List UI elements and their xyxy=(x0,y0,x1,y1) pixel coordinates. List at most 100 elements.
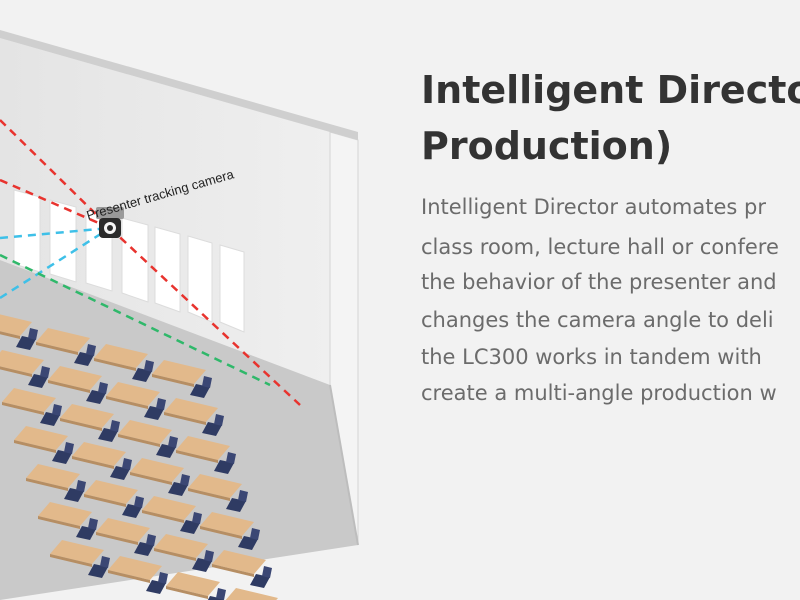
chair xyxy=(250,574,270,588)
desk xyxy=(212,564,254,577)
desk xyxy=(130,458,184,482)
chair xyxy=(226,452,236,464)
chair xyxy=(98,382,108,394)
chair xyxy=(207,596,224,600)
desk xyxy=(2,388,56,412)
chair xyxy=(110,420,120,432)
headline: Intelligent Director Production) xyxy=(421,62,800,174)
cyan-beam-1 xyxy=(0,226,111,240)
chair xyxy=(122,504,142,518)
chair xyxy=(146,580,166,594)
desk xyxy=(26,478,68,491)
desk xyxy=(154,534,208,558)
desk xyxy=(166,586,208,599)
windows xyxy=(13,189,245,333)
desk xyxy=(14,440,56,453)
desk xyxy=(60,418,102,431)
chair xyxy=(98,428,118,442)
chair xyxy=(76,480,86,492)
desk xyxy=(96,518,150,542)
tracking-camera-icon xyxy=(96,207,124,238)
desk xyxy=(200,512,254,536)
desk xyxy=(108,556,162,580)
desk xyxy=(36,342,78,355)
headline-line-1: Intelligent Director xyxy=(421,68,800,112)
chair xyxy=(16,336,36,350)
body-line: changes the camera angle to deli xyxy=(421,308,774,332)
red-beam-3 xyxy=(0,119,111,229)
desk xyxy=(166,572,220,596)
chair xyxy=(214,414,224,426)
desk xyxy=(36,328,90,352)
floor-edge xyxy=(329,384,359,546)
chair xyxy=(192,512,202,524)
classroom-illustration: Presenter tracking camera xyxy=(0,30,359,600)
desk xyxy=(14,426,68,450)
desk xyxy=(176,436,230,460)
back-wall xyxy=(0,38,330,385)
chair xyxy=(180,474,190,486)
desk xyxy=(118,434,160,447)
desk xyxy=(164,398,218,422)
camera-beams xyxy=(0,119,301,406)
chair xyxy=(122,458,132,470)
desk xyxy=(142,510,184,523)
chair xyxy=(28,328,38,340)
desk xyxy=(48,380,90,393)
chair xyxy=(74,352,94,366)
headline-line-2: Production) xyxy=(421,124,673,168)
chair xyxy=(226,498,246,512)
desk xyxy=(0,314,32,336)
desk xyxy=(152,360,206,384)
body-line: class room, lecture hall or confere xyxy=(421,235,779,259)
desk xyxy=(26,464,80,488)
chair xyxy=(180,520,200,534)
chair xyxy=(76,526,96,540)
desk xyxy=(60,404,114,428)
body-line: create a multi-angle production w xyxy=(421,381,777,405)
desk xyxy=(94,344,148,368)
desk xyxy=(108,570,150,583)
body-line: Intelligent Director automates pr xyxy=(421,195,766,219)
chair xyxy=(64,488,84,502)
chair xyxy=(192,558,212,572)
chair xyxy=(52,404,62,416)
desk xyxy=(106,396,148,409)
chair xyxy=(86,390,106,404)
chair xyxy=(238,536,258,550)
desk xyxy=(0,331,20,339)
chair xyxy=(168,482,188,496)
desk xyxy=(106,382,160,406)
desk xyxy=(154,548,196,561)
desk xyxy=(0,350,44,374)
desk xyxy=(50,554,92,567)
wall-top-edge xyxy=(0,30,358,140)
chair xyxy=(52,450,72,464)
desk xyxy=(212,550,266,574)
chair xyxy=(214,460,234,474)
chair xyxy=(216,588,226,600)
desk xyxy=(164,412,206,425)
desk xyxy=(200,526,242,539)
chair xyxy=(156,398,166,410)
chair xyxy=(190,384,210,398)
red-beam-2 xyxy=(109,227,301,406)
desk xyxy=(2,402,44,415)
chair xyxy=(88,518,98,530)
chair xyxy=(158,572,168,584)
chair xyxy=(202,376,212,388)
desk xyxy=(130,472,172,485)
body-line: the LC300 works in tandem with xyxy=(421,345,762,369)
desk xyxy=(72,456,114,469)
desk xyxy=(118,420,172,444)
chair xyxy=(88,564,108,578)
text-panel: Intelligent Director Production) Intelli… xyxy=(421,0,800,600)
chair xyxy=(262,566,272,578)
desk xyxy=(50,540,104,564)
desk xyxy=(96,532,138,545)
desk xyxy=(152,374,194,387)
chair xyxy=(238,490,248,502)
desk xyxy=(72,442,126,466)
desk-grid xyxy=(0,314,278,600)
chair xyxy=(134,542,154,556)
